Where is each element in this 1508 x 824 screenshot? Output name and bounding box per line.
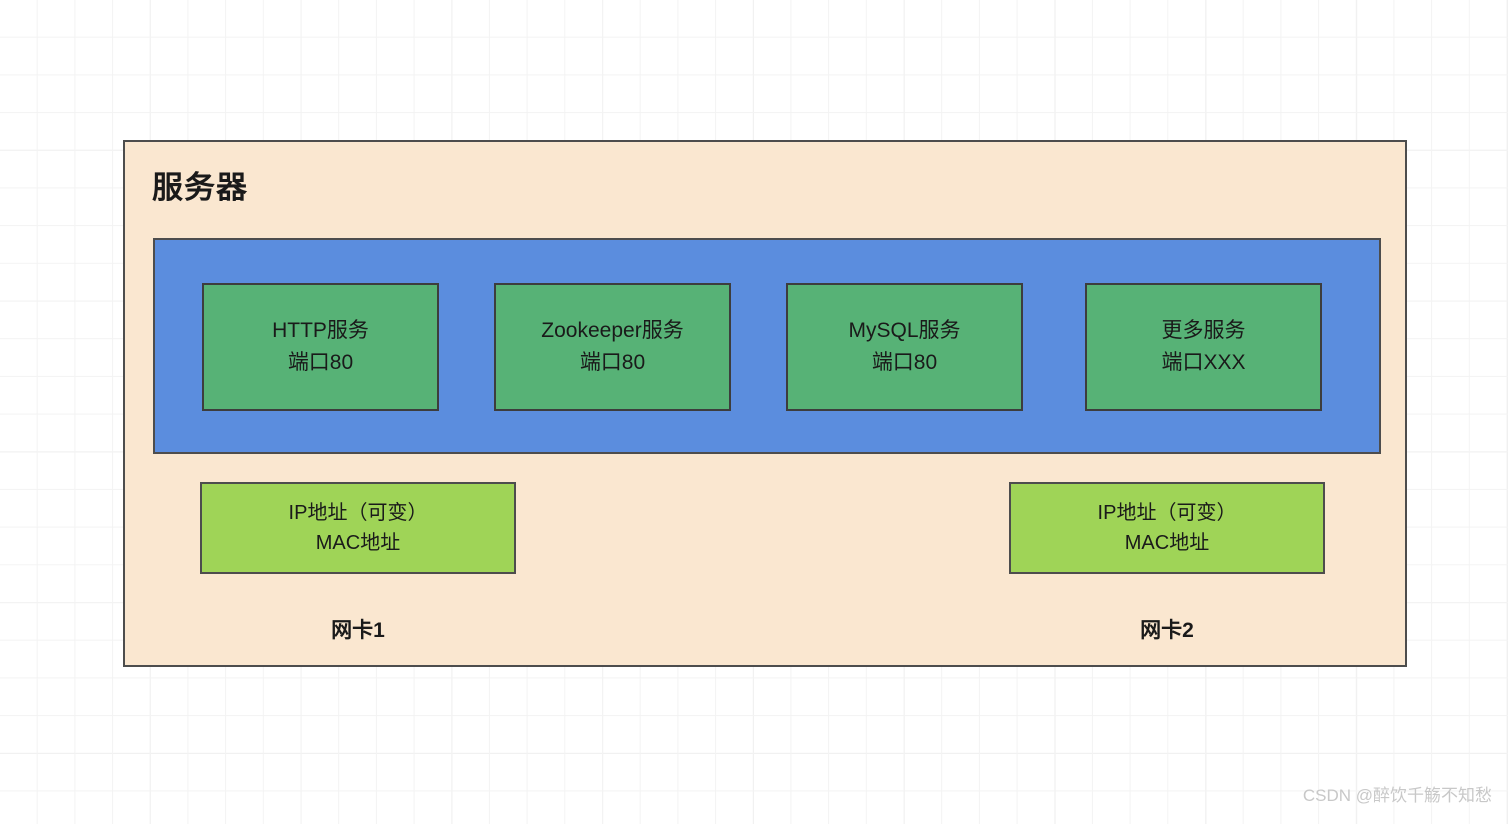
nic-label: 网卡2 [1140,619,1194,642]
nic-ip: IP地址（可变） [288,502,428,524]
service-box: MySQL服务 端口80 [786,283,1023,411]
nic-box: IP地址（可变） MAC地址 [1009,482,1325,574]
service-name: Zookeeper服务 [541,319,684,343]
service-port: 端口80 [287,351,354,374]
services-band: HTTP服务 端口80 Zookeeper服务 端口80 MySQL服务 端口8… [153,238,1381,454]
service-box: Zookeeper服务 端口80 [494,283,731,411]
service-name: MySQL服务 [848,319,961,343]
nic-box: IP地址（可变） MAC地址 [200,482,516,574]
nic-ip: IP地址（可变） [1097,502,1237,524]
server-title: 服务器 [152,170,248,205]
server-container: 服务器 HTTP服务 端口80 Zookeeper服务 端口80 MySQL服务… [123,140,1407,667]
nic-mac: MAC地址 [1124,532,1210,554]
service-name: 更多服务 [1161,319,1246,343]
service-name: HTTP服务 [272,319,369,343]
nic-mac: MAC地址 [315,532,401,554]
service-port: 端口80 [871,351,938,374]
service-box: 更多服务 端口XXX [1085,283,1322,411]
nic-label: 网卡1 [331,619,385,642]
service-box: HTTP服务 端口80 [202,283,439,411]
service-port: 端口XXX [1161,351,1246,374]
watermark-text: CSDN @醉饮千觞不知愁 [1302,786,1492,805]
service-port: 端口80 [579,351,646,374]
